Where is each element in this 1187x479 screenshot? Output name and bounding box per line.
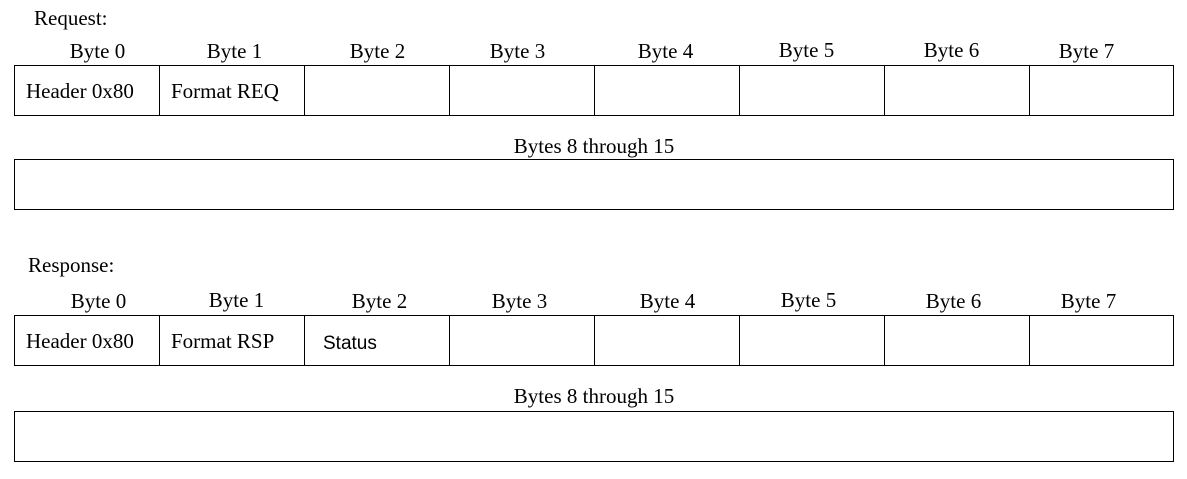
response-byte-3-cell [450, 316, 595, 365]
request-label: Request: [34, 6, 108, 30]
request-byte-header-4: Byte 4 [637, 39, 694, 63]
request-byte-header-3: Byte 3 [489, 39, 546, 63]
request-byte-header-0: Byte 0 [69, 39, 126, 63]
response-byte-5-cell [740, 316, 885, 365]
request-byte-header-1: Byte 1 [206, 39, 263, 63]
response-extended-box [14, 411, 1174, 462]
response-label: Response: [28, 253, 115, 277]
response-byte-1-cell: Format RSP [160, 316, 305, 365]
response-byte-0-value: Header 0x80 [26, 328, 134, 353]
response-byte-header-2: Byte 2 [351, 289, 408, 313]
request-byte-header-7: Byte 7 [1058, 39, 1115, 63]
request-byte-4-cell [595, 66, 740, 115]
request-byte-header-2: Byte 2 [349, 39, 406, 63]
response-byte-header-7: Byte 7 [1060, 289, 1117, 313]
response-byte-2-cell: Status [305, 316, 450, 365]
response-byte-6-cell [885, 316, 1030, 365]
request-extended-box [14, 159, 1174, 210]
response-byte-header-0: Byte 0 [70, 289, 127, 313]
response-byte-4-cell [595, 316, 740, 365]
request-byte-row: Header 0x80 Format REQ [14, 65, 1174, 116]
request-byte-6-cell [885, 66, 1030, 115]
response-byte-row: Header 0x80 Format RSP Status [14, 315, 1174, 366]
response-byte-header-5: Byte 5 [780, 288, 837, 312]
request-byte-2-cell [305, 66, 450, 115]
request-byte-5-cell [740, 66, 885, 115]
response-byte-0-cell: Header 0x80 [15, 316, 160, 365]
response-byte-header-1: Byte 1 [208, 288, 265, 312]
response-byte-header-6: Byte 6 [925, 289, 982, 313]
request-byte-1-cell: Format REQ [160, 66, 305, 115]
response-byte-header-3: Byte 3 [491, 289, 548, 313]
response-byte-2-value: Status [323, 332, 377, 354]
request-byte-7-cell [1030, 66, 1175, 115]
response-byte-header-4: Byte 4 [639, 289, 696, 313]
request-byte-0-cell: Header 0x80 [15, 66, 160, 115]
response-byte-7-cell [1030, 316, 1175, 365]
request-byte-header-5: Byte 5 [778, 38, 835, 62]
request-byte-3-cell [450, 66, 595, 115]
response-extended-label: Bytes 8 through 15 [513, 384, 675, 408]
request-extended-label: Bytes 8 through 15 [513, 134, 675, 158]
response-byte-1-value: Format RSP [171, 328, 275, 353]
request-byte-1-value: Format REQ [171, 78, 279, 103]
request-byte-header-6: Byte 6 [923, 38, 980, 62]
request-byte-0-value: Header 0x80 [26, 78, 134, 103]
